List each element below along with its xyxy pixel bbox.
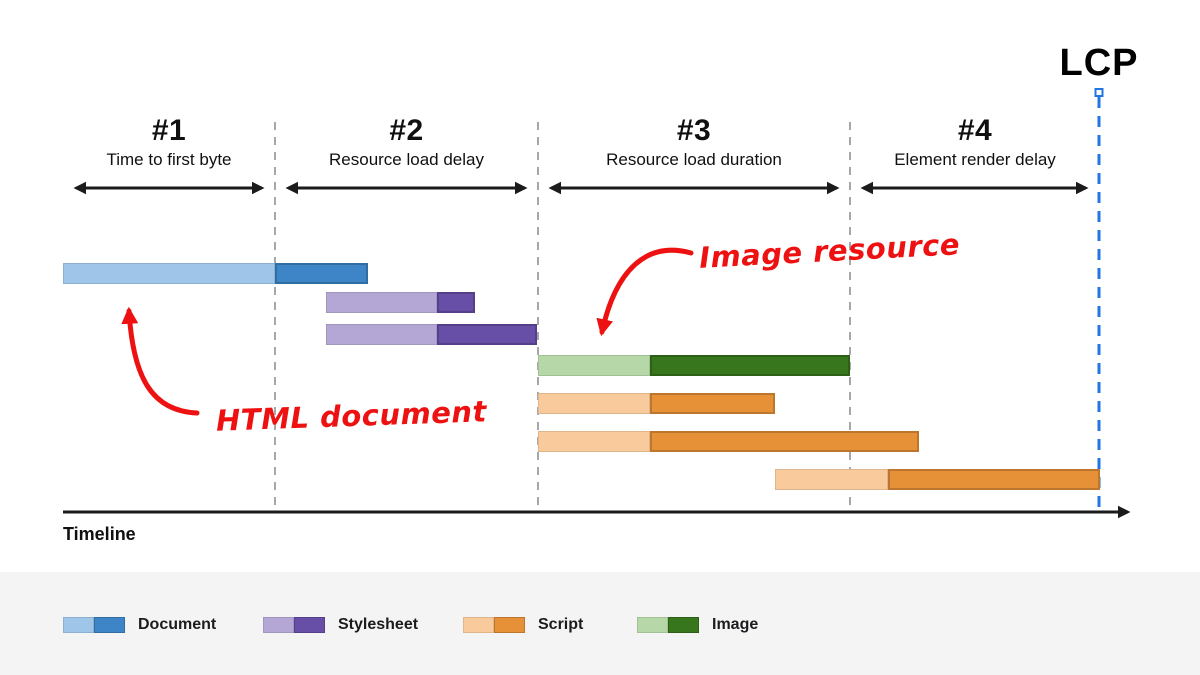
stylesheet-bar [326, 292, 475, 313]
legend-label-image: Image [712, 616, 759, 633]
phase-number-3: #3 [676, 114, 712, 147]
stylesheet-bar [326, 324, 537, 345]
timeline-label: Timeline [63, 524, 136, 544]
stylesheet-bar-light-segment [326, 324, 437, 345]
lcp-label: LCP [1059, 42, 1139, 84]
legend-label-script: Script [538, 616, 584, 633]
legend-item-script: Script [463, 616, 583, 634]
script-bar [538, 393, 775, 414]
legend-swatch-image [637, 617, 699, 633]
legend-item-stylesheet: Stylesheet [263, 616, 418, 634]
legend-swatch-script [463, 617, 525, 633]
legend-item-image: Image [637, 616, 758, 634]
stylesheet-bar-dark-segment [437, 292, 475, 313]
legend-label-document: Document [138, 616, 217, 633]
legend-item-document: Document [63, 616, 216, 634]
document-bar [63, 263, 368, 284]
phase-number-2: #2 [389, 114, 424, 147]
legend-swatch-dark [668, 617, 699, 633]
script-bar-light-segment [775, 469, 888, 490]
legend-label-stylesheet: Stylesheet [338, 616, 419, 633]
script-bar-dark-segment [650, 431, 919, 452]
script-bar [775, 469, 1100, 490]
phase-number-4: #4 [957, 114, 993, 147]
legend-swatch-dark [494, 617, 525, 633]
phase-label-3: Resource load duration [606, 150, 782, 169]
legend-swatch-dark [94, 617, 125, 633]
image-bar [538, 355, 850, 376]
phase-label-2: Resource load delay [329, 150, 484, 169]
annotation-arrow-image-resource [596, 247, 694, 337]
annotation-arrow-html-document [121, 306, 200, 416]
legend-swatch-light [463, 617, 494, 633]
script-bar-dark-segment [650, 393, 775, 414]
legend-swatch-document [63, 617, 125, 633]
script-bar-light-segment [538, 393, 650, 414]
document-bar-light-segment [63, 263, 275, 284]
legend-swatch-light [63, 617, 94, 633]
legend-swatch-dark [294, 617, 325, 633]
legend-swatch-stylesheet [263, 617, 325, 633]
legend-swatch-light [637, 617, 668, 633]
lcp-marker-icon [1094, 88, 1104, 97]
image-bar-dark-segment [650, 355, 850, 376]
document-bar-dark-segment [275, 263, 368, 284]
script-bar-light-segment [538, 431, 650, 452]
script-bar [538, 431, 919, 452]
phase-number-1: #1 [151, 114, 187, 147]
legend-swatch-light [263, 617, 294, 633]
phase-label-1: Time to first byte [106, 150, 232, 169]
stylesheet-bar-light-segment [326, 292, 437, 313]
image-bar-light-segment [538, 355, 650, 376]
stylesheet-bar-dark-segment [437, 324, 537, 345]
phase-label-4: Element render delay [894, 150, 1056, 169]
legend-background [0, 572, 1200, 675]
script-bar-dark-segment [888, 469, 1100, 490]
